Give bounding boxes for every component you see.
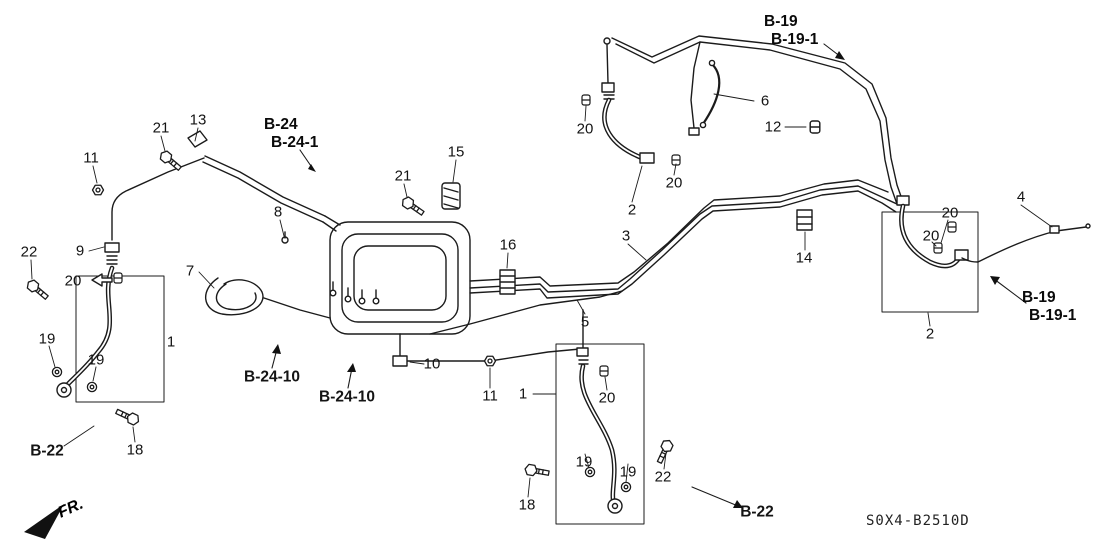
part-callout: 19 — [575, 453, 593, 471]
part-callout: 20 — [922, 227, 940, 245]
part-callout: 15 — [447, 143, 465, 161]
part-callout: 9 — [75, 242, 85, 260]
hose-6 — [699, 59, 721, 129]
left-hose-assembly — [24, 184, 165, 427]
connector-16 — [499, 269, 516, 295]
part-callout: 20 — [665, 174, 683, 192]
ref-line: B-19 — [1022, 289, 1056, 306]
bracket-14 — [796, 209, 813, 231]
part-callout: 21 — [394, 167, 412, 185]
leader-lines — [30, 93, 1053, 498]
part-callout: 19 — [38, 330, 56, 348]
part-callout: 11 — [482, 387, 498, 405]
diagram-code: S0X4-B2510D — [866, 513, 970, 529]
ref-line: B-19 — [764, 13, 798, 30]
part-callout: 3 — [621, 227, 631, 245]
ref-b24: B-24 B-24-1 — [264, 116, 318, 152]
part-callout: 18 — [518, 496, 536, 514]
part-callout: 5 — [580, 313, 590, 331]
ref-line: B-24 — [264, 116, 298, 133]
coil-15 — [441, 182, 461, 210]
part-callout: 7 — [185, 262, 195, 280]
part-callout: 1 — [518, 385, 528, 403]
ref-b19-top: B-19 B-19-1 — [764, 13, 818, 49]
part-callout: 1 — [166, 333, 176, 351]
part-callout: 20 — [941, 204, 959, 222]
part-callout: 20 — [598, 389, 616, 407]
small-fasteners — [157, 94, 821, 367]
part-callout: 10 — [423, 355, 441, 373]
ref-line: B-19-1 — [1029, 307, 1077, 324]
ref-b19-right: B-19 B-19-1 — [1022, 289, 1076, 325]
bracket-13 — [187, 130, 208, 148]
part-callout: 22 — [20, 243, 38, 261]
part-callout: 22 — [654, 468, 672, 486]
part-callout: 14 — [795, 249, 813, 267]
reference-leaders — [271, 43, 1027, 508]
pipe-loop-cluster — [281, 215, 471, 357]
part-callout: 18 — [126, 441, 144, 459]
part-callout: 20 — [576, 120, 594, 138]
part-callout: 19 — [619, 463, 637, 481]
fr-arrow-icon — [24, 504, 64, 539]
pipe-7-loop — [205, 277, 331, 319]
direction-arrow-icon — [91, 273, 113, 287]
part-callout: 2 — [925, 325, 935, 343]
right-hose-assembly — [881, 195, 979, 313]
part-callout: 13 — [189, 111, 207, 129]
part-callout: 20 — [64, 272, 82, 290]
ref-line: B-19-1 — [771, 31, 819, 48]
part-callout: 19 — [87, 351, 105, 369]
part-callout: 4 — [1016, 188, 1026, 206]
part-callout: 6 — [760, 92, 770, 110]
part-callout: 8 — [273, 203, 283, 221]
part-callout: 2 — [627, 201, 637, 219]
ref-b22-left: B-22 — [30, 442, 64, 460]
top-brake-pipe — [603, 35, 904, 205]
front-hose-top — [601, 82, 655, 164]
part-callout: 11 — [83, 149, 99, 167]
ref-b24-10-b: B-24-10 — [319, 388, 375, 406]
part-callout: 16 — [499, 236, 517, 254]
part-callout: 21 — [152, 119, 170, 137]
ref-line: B-24-1 — [271, 134, 319, 151]
ref-b22-bottom: B-22 — [740, 503, 774, 521]
main-pipe-run-right — [392, 179, 900, 367]
ref-b24-10-a: B-24-10 — [244, 368, 300, 386]
part-callout: 12 — [764, 118, 782, 136]
main-pipe-bundle-left — [111, 155, 326, 241]
pipe-4 — [977, 223, 1091, 263]
center-hose-assembly — [523, 309, 675, 525]
